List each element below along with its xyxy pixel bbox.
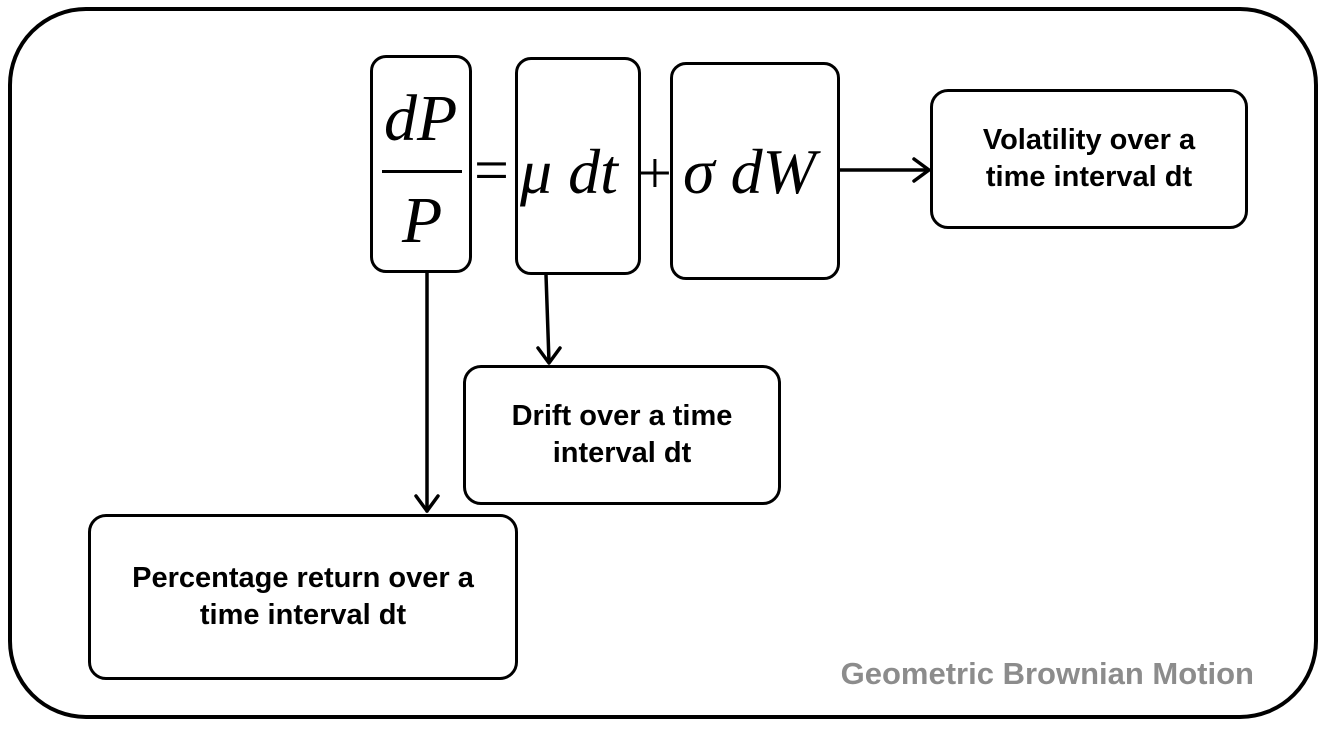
equation-denominator: P <box>402 184 443 257</box>
equation-numerator: dP <box>384 82 458 155</box>
return-label: Percentage return over a time interval d… <box>132 562 474 631</box>
plus-sign: + <box>638 140 672 206</box>
drift-arrow <box>544 273 551 364</box>
drift-arrowhead <box>536 346 562 365</box>
return-arrowhead <box>414 494 440 513</box>
volatility-term-box <box>670 62 840 280</box>
equals-sign: = <box>474 137 509 205</box>
diagram-caption: Geometric Brownian Motion <box>840 656 1254 691</box>
volatility-term: σ dW <box>683 136 816 207</box>
drift-label-box: Drift over a time interval dt <box>463 365 781 505</box>
drift-term: μ dt <box>520 136 618 207</box>
fraction-box <box>370 55 472 273</box>
volatility-label-box: Volatility over a time interval dt <box>930 89 1248 229</box>
diagram-frame <box>8 7 1318 719</box>
volatility-label: Volatility over a time interval dt <box>982 124 1196 193</box>
drift-label: Drift over a time interval dt <box>511 400 733 469</box>
return-label-box: Percentage return over a time interval d… <box>88 514 518 680</box>
volatility-arrowhead <box>912 157 931 183</box>
drift-term-box <box>515 57 641 275</box>
fraction-bar <box>382 170 462 173</box>
